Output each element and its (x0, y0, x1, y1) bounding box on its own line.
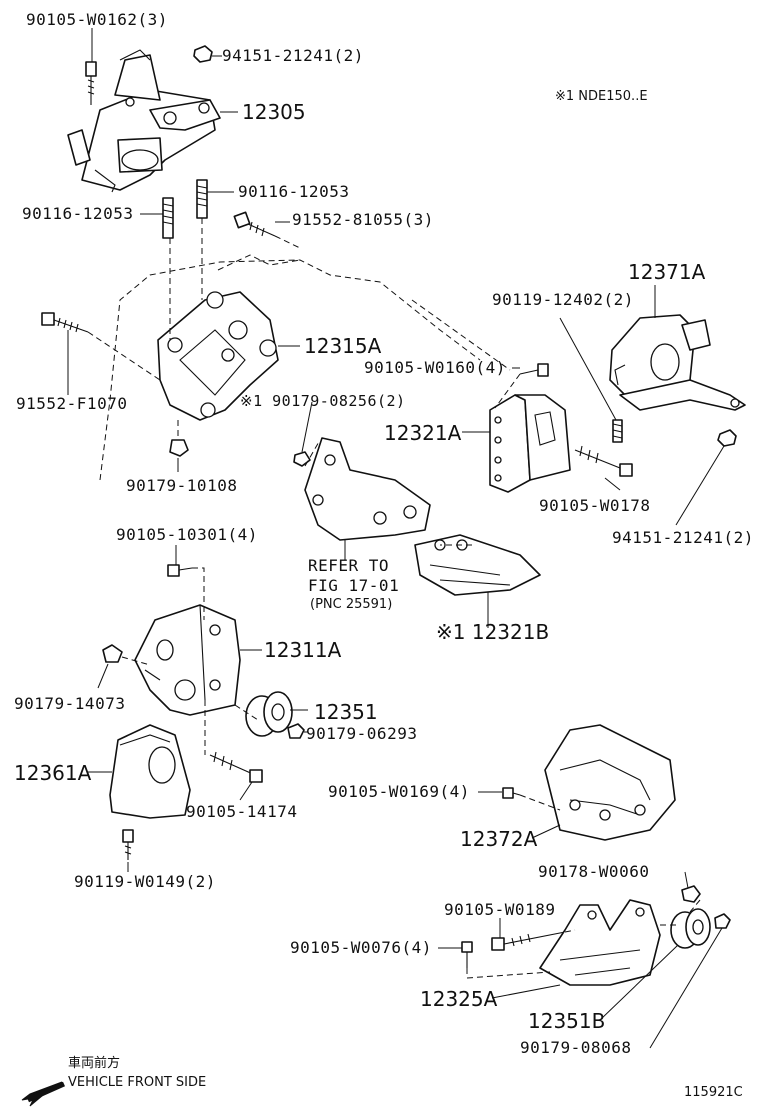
bracket-12321A (489, 394, 571, 493)
label-90105-10301: 90105-10301(4) (116, 525, 258, 544)
bolt-90105-W0178 (574, 445, 633, 477)
nut-94151-21241-right (717, 429, 737, 447)
label-90105-W0189: 90105-W0189 (444, 900, 556, 919)
label-12321B: ※1 12321B (436, 620, 550, 644)
nut-90179-06293 (287, 723, 305, 739)
label-90105-W0076: 90105-W0076(4) (290, 938, 432, 957)
bolt-91552-81055 (233, 211, 276, 237)
label-12372A: 12372A (460, 827, 538, 851)
bolt-91552-F1070 (41, 312, 89, 333)
arrow-left-down-icon (21, 1081, 66, 1107)
bushing-12351 (245, 691, 293, 737)
nut-90178-W0060 (681, 885, 701, 903)
bolt-90105-10301 (167, 564, 193, 577)
bolt-90119-12402 (612, 419, 623, 443)
label-12311A: 12311A (264, 638, 342, 662)
label-91552-81055: 91552-81055(3) (292, 210, 434, 229)
drawing-number: 115921C (684, 1085, 743, 1100)
bracket-12315A (157, 291, 279, 421)
stud-90116-12053-left (162, 197, 174, 239)
mount-12361A (109, 724, 191, 819)
label-90119-12402: 90119-12402(2) (492, 290, 634, 309)
plate-12321B (414, 534, 541, 596)
nut-90179-08256 (293, 451, 311, 467)
label-90116-12053-right: 90116-12053 (238, 182, 350, 201)
label-90105-W0160: 90105-W0160(4) (364, 358, 506, 377)
label-94151-21241-right: 94151-21241(2) (612, 528, 754, 547)
bolt-90105-W0162 (85, 61, 97, 105)
bolt-90105-W0189 (491, 931, 566, 951)
mount-12305 (67, 49, 221, 193)
refer-line-1: REFER TO (308, 556, 390, 575)
bolt-90119-W0149 (122, 829, 134, 860)
refer-line-2: FIG 17-01 (308, 576, 400, 595)
note-nde150: ※1 NDE150..E (555, 89, 648, 104)
label-12305: 12305 (242, 100, 306, 124)
bolt-90105-W0160 (519, 363, 549, 377)
label-90105-W0162: 90105-W0162(3) (26, 10, 168, 29)
mount-12371A (609, 314, 746, 411)
label-90116-12053-left: 90116-12053 (22, 204, 134, 223)
label-90105-W0178: 90105-W0178 (539, 496, 651, 515)
bushing-12351B (670, 908, 711, 949)
label-90179-10108: 90179-10108 (126, 476, 238, 495)
nut-90179-08068 (714, 913, 731, 929)
alignment-lines (87, 218, 701, 979)
bolt-90105-14174 (209, 751, 263, 783)
front-label-en: VEHICLE FRONT SIDE (68, 1075, 207, 1090)
label-12351B: 12351B (528, 1009, 606, 1033)
nut-90179-14073 (102, 644, 123, 663)
label-90179-08068: 90179-08068 (520, 1038, 632, 1057)
label-90179-14073: 90179-14073 (14, 694, 126, 713)
nut-94151-21241-top (193, 45, 213, 63)
label-90179-06293: 90179-06293 (306, 724, 418, 743)
front-label-jp: 車両前方 (68, 1056, 121, 1071)
label-12351: 12351 (314, 700, 378, 724)
bolt-90105-W0169 (502, 787, 521, 799)
mount-12372A (544, 724, 676, 841)
label-91552-F1070: 91552-F1070 (16, 394, 128, 413)
label-12315A: 12315A (304, 334, 382, 358)
bracket-refer-17-01 (304, 437, 431, 541)
label-90119-W0149: 90119-W0149(2) (74, 872, 216, 891)
refer-line-3: (PNC 25591) (310, 597, 393, 612)
bracket-12325A (539, 899, 661, 986)
nut-90179-10108 (169, 439, 189, 457)
label-12325A: 12325A (420, 987, 498, 1011)
bolt-90105-W0076 (461, 941, 473, 968)
label-90178-W0060: 90178-W0060 (538, 862, 650, 881)
label-90105-14174: 90105-14174 (186, 802, 298, 821)
stud-90116-12053-right (196, 179, 208, 219)
label-12361A: 12361A (14, 761, 92, 785)
label-90179-08256: ※1 90179-08256(2) (240, 392, 406, 410)
bracket-12311A (134, 604, 241, 716)
leader-lines (67, 28, 725, 1049)
label-12371A: 12371A (628, 260, 706, 284)
label-12321A: 12321A (384, 421, 462, 445)
label-90105-W0169: 90105-W0169(4) (328, 782, 470, 801)
label-94151-21241-top: 94151-21241(2) (222, 46, 364, 65)
